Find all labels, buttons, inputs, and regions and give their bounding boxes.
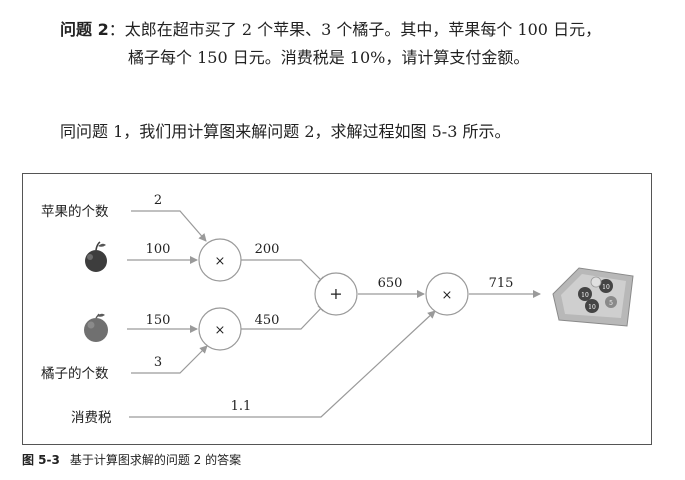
add-symbol: + — [329, 284, 342, 303]
result-value: 715 — [489, 276, 514, 291]
multiply-symbol-tax: × — [442, 288, 453, 303]
apple-icon — [85, 241, 107, 272]
coin-tray-icon: 10 10 10 5 — [552, 267, 634, 327]
apple-count-value: 2 — [154, 193, 162, 208]
problem-line-1: 问题 2：太郎在超市买了 2 个苹果、3 个橘子。其中，苹果每个 100 日元， — [60, 16, 670, 44]
problem-separator: ： — [108, 20, 125, 39]
orange-count-label: 橘子的个数 — [41, 366, 109, 382]
edge-orange-count — [131, 345, 208, 374]
figure-number: 图 5-3 — [22, 453, 60, 467]
add-node — [314, 272, 358, 316]
edge-apple-total — [241, 259, 326, 285]
problem-line-2: 橘子每个 150 日元。消费税是 10%，请计算支付金额。 — [128, 48, 530, 67]
apple-count-label: 苹果的个数 — [41, 204, 109, 220]
multiply-node-tax — [425, 272, 469, 316]
multiply-symbol-orange: × — [215, 323, 226, 338]
orange-icon — [84, 313, 108, 342]
multiply-symbol-apple: × — [215, 254, 226, 269]
computational-graph-figure: × × + × 苹果的个数 橘子的个数 消费税 2 100 150 3 200 … — [22, 173, 652, 445]
orange-price-value: 150 — [146, 313, 171, 328]
orange-count-value: 3 — [154, 355, 162, 370]
edge-tax — [129, 310, 436, 418]
orange-total-value: 450 — [255, 313, 280, 328]
sum-value: 650 — [378, 276, 403, 291]
edge-apple-count — [131, 210, 207, 242]
computational-graph: × × + × 苹果的个数 橘子的个数 消费税 2 100 150 3 200 … — [41, 193, 634, 426]
coin-label-b: 10 — [602, 284, 610, 291]
problem-statement: 问题 2：太郎在超市买了 2 个苹果、3 个橘子。其中，苹果每个 100 日元，… — [60, 16, 670, 72]
tax-label: 消费税 — [71, 410, 112, 426]
body-paragraph: 同问题 1，我们用计算图来解问题 2，求解过程如图 5-3 所示。 — [60, 122, 511, 141]
coin-label-d: 5 — [609, 300, 613, 307]
multiply-node-apple — [198, 238, 242, 282]
apple-price-value: 100 — [146, 242, 171, 257]
coin-label-a: 10 — [581, 292, 589, 299]
apple-total-value: 200 — [255, 242, 280, 257]
edge-orange-total — [241, 303, 326, 330]
figure-caption-text: 基于计算图求解的问题 2 的答案 — [69, 453, 242, 467]
figure-caption: 图 5-3 基于计算图求解的问题 2 的答案 — [22, 451, 241, 468]
coin-label-c: 10 — [588, 304, 596, 311]
problem-text-1: 太郎在超市买了 2 个苹果、3 个橘子。其中，苹果每个 100 日元， — [124, 20, 602, 39]
multiply-node-orange — [198, 307, 242, 351]
problem-label: 问题 2 — [60, 20, 109, 39]
tax-rate-value: 1.1 — [231, 399, 252, 414]
